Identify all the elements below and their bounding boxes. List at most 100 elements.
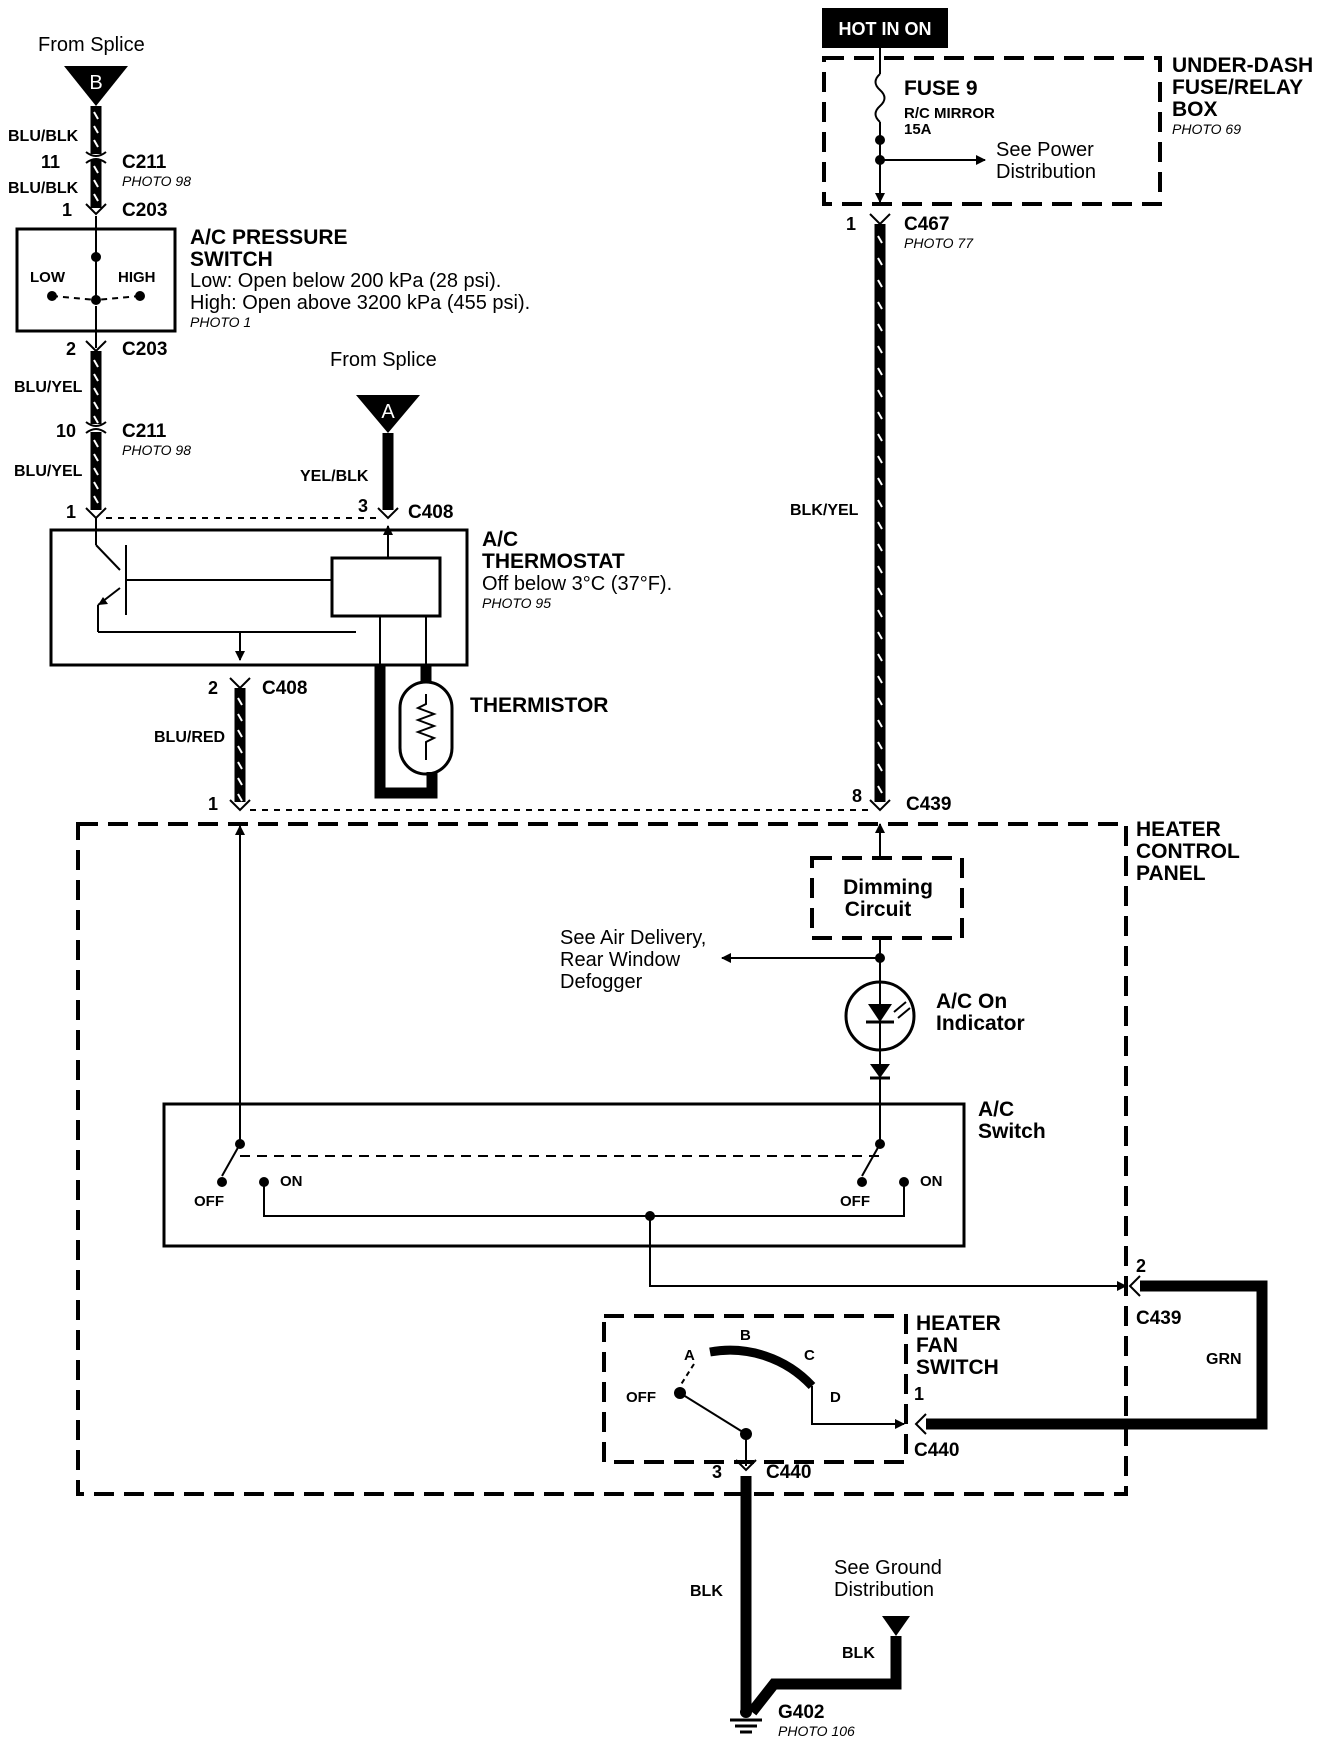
splice-b-letter: B	[89, 72, 102, 94]
wire-stripe	[237, 761, 243, 770]
wire-stripe	[93, 111, 99, 120]
wire-stripe	[93, 387, 99, 396]
wire-label-blk-branch: BLK	[842, 1645, 875, 1662]
wire-stripe	[877, 521, 883, 530]
wire-stripe	[237, 793, 243, 802]
splice-b-from-label: From Splice	[38, 34, 145, 56]
wire-stripe	[877, 631, 883, 640]
ac-switch-title-2: Switch	[978, 1120, 1046, 1143]
c211-bottom-name: C211	[122, 421, 167, 442]
c211-bottom-photo: PHOTO 98	[122, 442, 191, 458]
wire-stripe	[877, 543, 883, 552]
dimming-label-1: Dimming	[843, 876, 933, 899]
fan-switch-title-1: HEATER	[916, 1312, 1001, 1335]
wire-stripe	[877, 411, 883, 420]
fan-position-c: C	[804, 1347, 815, 1364]
wire-stripe	[877, 477, 883, 486]
c440-pin-1: 1	[914, 1384, 924, 1404]
c408-pin-1: 1	[66, 502, 76, 522]
splice-a-triangle	[356, 395, 420, 433]
wire-label-blu-blk-lower: BLU/BLK	[8, 180, 79, 197]
wire-stripe	[93, 453, 99, 462]
wire-stripe	[93, 125, 99, 134]
see-power-line-2: Distribution	[996, 161, 1096, 183]
c211-top-pin: 11	[41, 152, 60, 172]
c467-pin: 1	[846, 214, 856, 234]
ground-wires	[740, 1476, 910, 1716]
wire-stripe	[877, 763, 883, 772]
ac-switch-off-right: OFF	[840, 1193, 870, 1210]
connector-c203-top: 1 C203	[62, 200, 167, 221]
ac-switch-off-left: OFF	[194, 1193, 224, 1210]
wire-stripe	[93, 439, 99, 448]
connector-c467: 1 C467 PHOTO 77	[846, 213, 974, 251]
ac-switch[interactable]	[162, 825, 1127, 1291]
heater-control-panel	[76, 822, 1128, 1496]
wire-stripe	[93, 193, 99, 202]
wire-stripe	[877, 367, 883, 376]
splice-b: From Splice B	[38, 34, 145, 106]
fuse-box-title-3: BOX	[1172, 98, 1218, 121]
thermostat-photo: PHOTO 95	[482, 595, 551, 611]
wire-stripe	[93, 165, 99, 174]
c211-top-name: C211	[122, 152, 167, 173]
wire-stripe	[237, 713, 243, 722]
wire-stripe	[93, 401, 99, 410]
wire-stripe	[877, 609, 883, 618]
ac-on-indicator	[844, 980, 916, 1146]
heater-fan-switch[interactable]	[602, 1314, 908, 1472]
wire-stripe	[877, 499, 883, 508]
ground-symbol	[730, 1706, 762, 1734]
pressure-switch-title-1: A/C PRESSURE	[190, 226, 348, 249]
c467-photo: PHOTO 77	[904, 235, 974, 251]
connector-c211-top: 11 C211 PHOTO 98	[41, 151, 191, 189]
see-ground-1: See Ground	[834, 1557, 942, 1579]
wire-stripe	[237, 777, 243, 786]
wire-stripe	[877, 697, 883, 706]
c439-pin-2: 2	[1136, 1256, 1146, 1276]
c440-pin-3: 3	[712, 1462, 722, 1482]
c408-bottom-name: C408	[262, 678, 307, 699]
wire-stripe	[237, 697, 243, 706]
wire-stripe	[877, 785, 883, 794]
wire-stripe	[237, 729, 243, 738]
wire-label-blu-red: BLU/RED	[154, 729, 225, 746]
heater-panel-title-3: PANEL	[1136, 862, 1206, 885]
fuse-box-title-2: FUSE/RELAY	[1172, 76, 1303, 99]
wire-stripe	[93, 373, 99, 382]
wire-label-yel-blk: YEL/BLK	[300, 468, 369, 485]
wire-label-blu-yel-upper: BLU/YEL	[14, 379, 83, 396]
wire-stripe	[877, 587, 883, 596]
ac-switch-on-left: ON	[280, 1173, 303, 1190]
fan-position-d: D	[830, 1389, 841, 1406]
wire-label-blk-main: BLK	[690, 1583, 723, 1600]
fan-switch-title-2: FAN	[916, 1334, 958, 1357]
wire-stripe	[877, 433, 883, 442]
thermostat-spec: Off below 3°C (37°F).	[482, 573, 672, 595]
dimming-circuit	[721, 823, 964, 982]
pressure-switch-high-spec: High: Open above 3200 kPa (455 psi).	[190, 292, 530, 314]
ac-on-indicator-label-2: Indicator	[936, 1012, 1025, 1035]
wire-stripe	[877, 653, 883, 662]
connector-c408-top-row: 1 3 C408	[66, 496, 453, 523]
wire-stripe	[237, 745, 243, 754]
fuse-name: FUSE 9	[904, 77, 978, 100]
wire-stripe	[877, 389, 883, 398]
ac-thermostat	[49, 518, 469, 667]
c467-name: C467	[904, 214, 949, 235]
connector-c440-pin3: 3 C440	[712, 1462, 811, 1483]
wire-stripe	[877, 565, 883, 574]
thermostat-title-2: THERMOSTAT	[482, 550, 625, 573]
wire-stripe	[93, 359, 99, 368]
c439-pin-1: 1	[208, 794, 218, 814]
ground-photo: PHOTO 106	[778, 1723, 855, 1739]
wire-stripe	[877, 455, 883, 464]
thermostat-title-1: A/C	[482, 528, 518, 551]
dimming-label-2: Circuit	[845, 898, 912, 921]
ac-switch-title-1: A/C	[978, 1098, 1014, 1121]
thermistor	[374, 665, 454, 799]
wire-stripe	[877, 301, 883, 310]
c408-pin-3: 3	[358, 496, 368, 516]
fuse-box-title-1: UNDER-DASH	[1172, 54, 1313, 77]
